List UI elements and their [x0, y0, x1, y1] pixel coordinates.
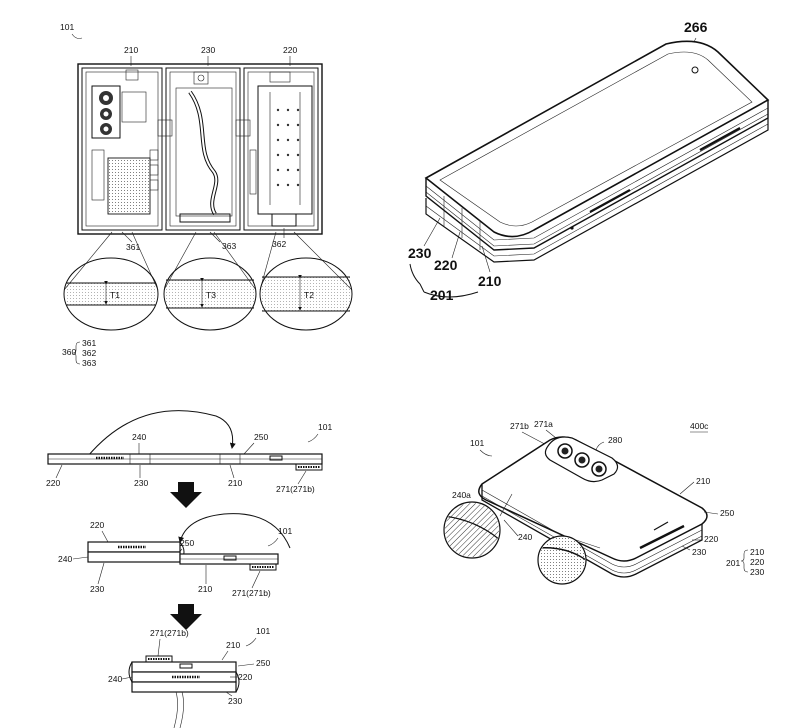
magnified-region-361: [63, 257, 159, 331]
housing-panel-230: [165, 67, 241, 231]
thickness-t3: T3: [206, 290, 216, 300]
battery-210: [107, 157, 151, 215]
fig-a-label-220: 220: [283, 45, 297, 55]
fig-a-group-360: 360: [62, 347, 76, 357]
fold-arrow-2: [178, 513, 291, 549]
fig-d-label-240a: 240a: [452, 490, 471, 500]
figure-c-folding-sequence: 240 250 101 220 230 210 271(271b) 220 25…: [46, 410, 332, 728]
fig-d-label-280: 280: [608, 435, 622, 445]
step3-label-240: 240: [108, 674, 122, 684]
fig-b-label-266: 266: [684, 19, 708, 35]
fig-d-label-240: 240: [518, 532, 532, 542]
step3-cable: [173, 691, 184, 728]
figure-a-unfolded-interior: 101 210 230 220: [60, 22, 353, 368]
step3-label-220: 220: [238, 672, 252, 682]
fig-a-ref-101-leader: [71, 33, 83, 39]
camera-module: [91, 85, 121, 139]
step2-label-220: 220: [90, 520, 104, 530]
step1-label-240: 240: [132, 432, 146, 442]
fig-b-label-220: 220: [434, 257, 458, 273]
step1-label-230: 230: [134, 478, 148, 488]
step1-label-101: 101: [318, 422, 332, 432]
sequence-arrow-down-1: [170, 482, 202, 508]
step1-label-250: 250: [254, 432, 268, 442]
magnified-region-362: [259, 257, 353, 331]
battery-220: [257, 85, 313, 215]
fully-folded-layer-2: [131, 671, 237, 683]
fig-b-bracket: [409, 263, 425, 293]
housing-panel-210: [81, 67, 163, 231]
fig-a-label-230: 230: [201, 45, 215, 55]
fig-a-label-210: 210: [124, 45, 138, 55]
fig-b-label-210: 210: [478, 273, 502, 289]
sequence-arrow-down-2: [170, 604, 202, 630]
fig-d-label-220: 220: [704, 534, 718, 544]
figure-d-back-perspective: 271b 271a 280 400c 101 210: [443, 419, 764, 585]
fig-b-label-201: 201: [430, 287, 454, 303]
front-camera-hole: [691, 66, 699, 74]
fig-b-label-230: 230: [408, 245, 432, 261]
fig-a-ref-101: 101: [60, 22, 74, 32]
step1-label-220: 220: [46, 478, 60, 488]
figure-b-folded-device: 266 230 220 210 201: [408, 19, 770, 303]
fig-d-label-400c: 400c: [690, 421, 709, 431]
step1-label-210: 210: [228, 478, 242, 488]
step2-label-230: 230: [90, 584, 104, 594]
thickness-t1: T1: [110, 290, 120, 300]
fig-a-group-item-3: 363: [82, 358, 96, 368]
housing-panel-220: [243, 67, 319, 231]
step1-label-271: 271(271b): [276, 484, 315, 494]
fig-d-label-230: 230: [692, 547, 706, 557]
step3-label-210: 210: [226, 640, 240, 650]
step2-label-210: 210: [198, 584, 212, 594]
fig-d-label-101: 101: [470, 438, 484, 448]
fully-folded-layer-3: [131, 681, 237, 693]
step2-label-101: 101: [278, 526, 292, 536]
fig-a-label-362: 362: [272, 239, 286, 249]
step3-label-101: 101: [256, 626, 270, 636]
step3-label-271: 271(271b): [150, 628, 189, 638]
fig-d-group-item-1: 210: [750, 547, 764, 557]
fig-d-label-250: 250: [720, 508, 734, 518]
step1-camera-bump: [295, 463, 323, 471]
fig-d-label-271a: 271a: [534, 419, 553, 429]
fold-arrow-1: [87, 410, 236, 457]
fig-d-label-271b: 271b: [510, 421, 529, 431]
step2-label-250: 250: [180, 538, 194, 548]
cover-display-inner: [439, 51, 753, 227]
fig-d-label-210: 210: [696, 476, 710, 486]
unfolded-device-outline: [77, 63, 323, 235]
device-side-wall: [425, 100, 769, 251]
battery-230: [175, 87, 233, 217]
step2-label-240: 240: [58, 554, 72, 564]
fig-a-label-363: 363: [222, 241, 236, 251]
fig-a-group-item-2: 362: [82, 348, 96, 358]
fig-d-group-item-3: 230: [750, 567, 764, 577]
magnified-region-363: [163, 257, 257, 331]
fig-d-group-201: 201: [726, 558, 740, 568]
step2-label-271: 271(271b): [232, 588, 271, 598]
thickness-t2: T2: [304, 290, 314, 300]
folded-section-bottom: [87, 551, 181, 563]
step3-label-250: 250: [256, 658, 270, 668]
step3-label-230: 230: [228, 696, 242, 706]
fig-a-label-361: 361: [126, 242, 140, 252]
fig-a-group-item-1: 361: [82, 338, 96, 348]
fig-d-group-item-2: 220: [750, 557, 764, 567]
fig-d-side-wall: [481, 484, 703, 578]
